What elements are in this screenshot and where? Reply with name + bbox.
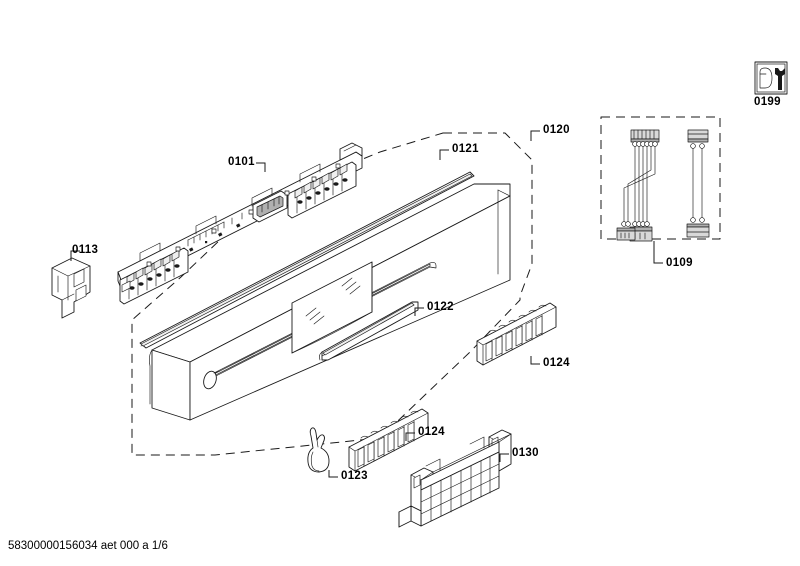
gloss-hatch: [305, 277, 361, 325]
callout-label-0123: 0123: [341, 470, 368, 482]
grid-lattice: [420, 456, 500, 522]
part-cable-harness-group: [616, 129, 710, 242]
icon-service-tool: [754, 61, 788, 95]
pcb-pads: [146, 163, 341, 267]
callout-label-0130: 0130: [512, 447, 539, 459]
callout-label-0109: 0109: [666, 257, 693, 269]
callout-label-0122: 0122: [427, 301, 454, 313]
harness-a: [616, 129, 660, 242]
callout-leaders: [70, 130, 663, 478]
pcb-button-cluster-right: [287, 161, 357, 219]
part-clip-retainer: [307, 427, 330, 473]
wrench-icon: [775, 68, 785, 90]
pcb-led-row: [187, 212, 243, 247]
group-boundary-0109: [600, 116, 721, 240]
part-door-latch-bracket: [51, 257, 91, 319]
part-button-strip-right: [476, 302, 557, 366]
callout-label-0121: 0121: [452, 143, 479, 155]
handle-end-detail: [203, 370, 221, 390]
door-display-window: [291, 261, 373, 354]
part-grid-support-bracket: [398, 429, 512, 528]
pcb-button-cluster-left: [119, 247, 189, 305]
callout-label-0124-right: 0124: [543, 357, 570, 369]
part-door-front-panel: [149, 183, 511, 421]
pcb-silkscreen-marks: [189, 223, 241, 252]
part-button-strip-lower: [348, 408, 429, 472]
callout-label-0124-lower: 0124: [418, 426, 445, 438]
pcb-display: [252, 190, 288, 223]
part-handle-trim-strip: [319, 301, 419, 361]
harness-b: [686, 129, 710, 238]
callout-label-0113: 0113: [72, 244, 99, 256]
callout-label-0101: 0101: [228, 156, 255, 168]
part-upper-trim-strip: [139, 171, 475, 349]
callout-label-0120: 0120: [543, 124, 570, 136]
document-footer: 58300000156034 aet 000 a 1/6: [8, 540, 168, 552]
part-control-panel-pcb: [117, 142, 363, 305]
callout-label-0199: 0199: [754, 96, 781, 108]
